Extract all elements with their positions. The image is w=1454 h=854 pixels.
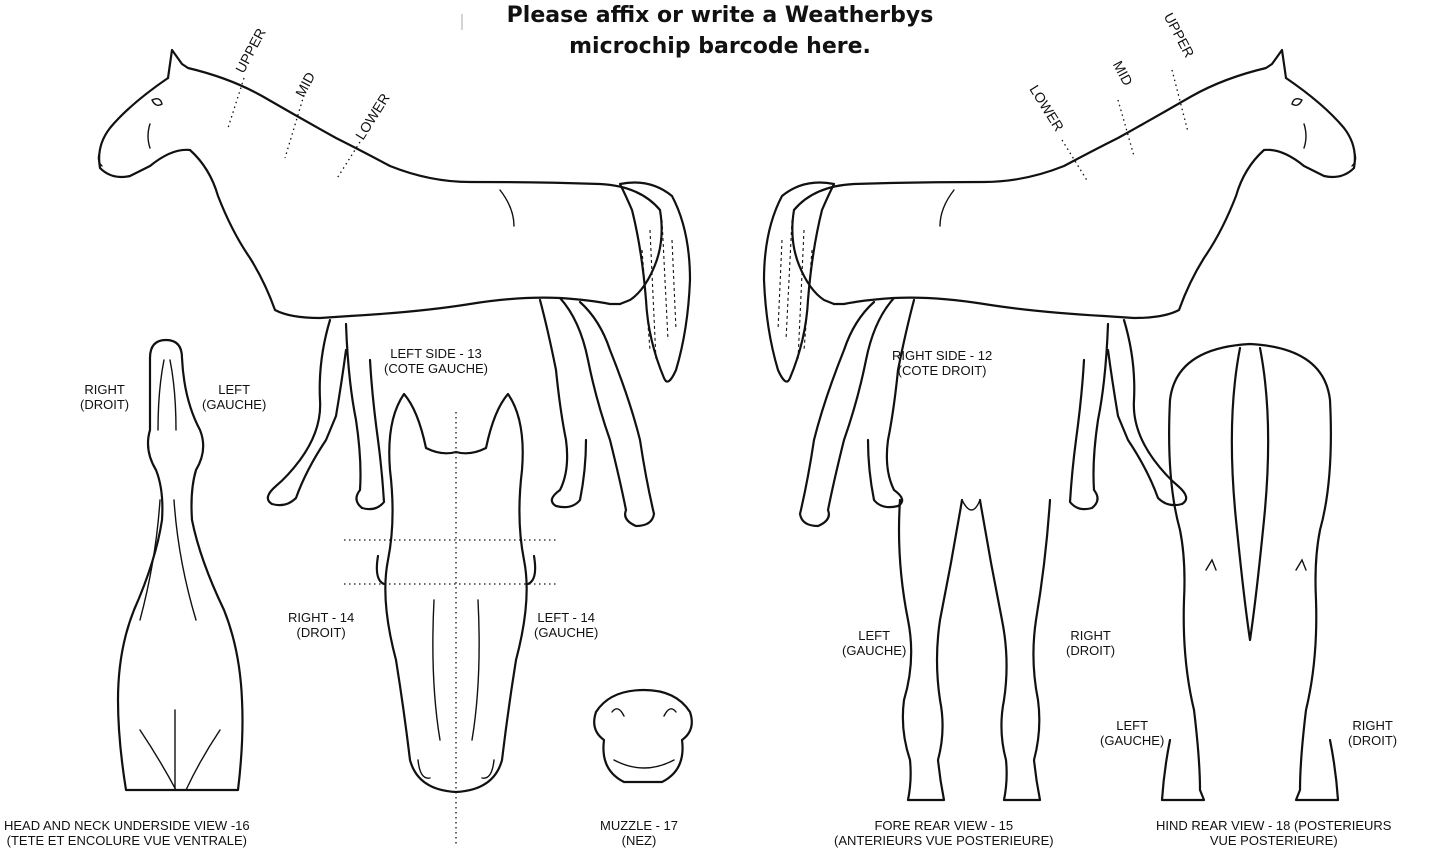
upper-zone-line-right: [1172, 70, 1188, 132]
mid-zone-line-right: [1118, 100, 1134, 156]
left-side-horse-outline: [98, 50, 690, 526]
left-side-label: LEFT SIDE - 13(COTE GAUCHE): [384, 346, 488, 376]
mid-zone-line-left: [285, 95, 304, 158]
muzzle-caption: MUZZLE - 17(NEZ): [600, 818, 678, 848]
fore-rear-caption: FORE REAR VIEW - 15(ANTERIEURS VUE POSTE…: [834, 818, 1054, 848]
head-right-label: RIGHT - 14(DROIT): [288, 610, 354, 640]
underside-left-label: LEFT(GAUCHE): [202, 382, 266, 412]
fore-right-label: RIGHT(DROIT): [1066, 628, 1115, 658]
head-left-label: LEFT - 14(GAUCHE): [534, 610, 598, 640]
underside-caption: HEAD AND NECK UNDERSIDE VIEW -16(TETE ET…: [4, 818, 250, 848]
muzzle-outline: [594, 690, 692, 782]
barcode-instruction-line2: microchip barcode here.: [470, 31, 970, 62]
fore-left-label: LEFT(GAUCHE): [842, 628, 906, 658]
barcode-instruction-line1: Please affix or write a Weatherbys: [470, 0, 970, 31]
barcode-instruction: Please affix or write a Weatherbys micro…: [470, 0, 970, 62]
right-side-label: RIGHT SIDE - 12(COTE DROIT): [892, 348, 992, 378]
fore-rear-view-outline: [899, 500, 1050, 800]
hind-right-label: RIGHT(DROIT): [1348, 718, 1397, 748]
underside-right-label: RIGHT(DROIT): [80, 382, 129, 412]
hind-left-label: LEFT(GAUCHE): [1100, 718, 1164, 748]
hind-rear-view-outline: [1162, 344, 1338, 800]
